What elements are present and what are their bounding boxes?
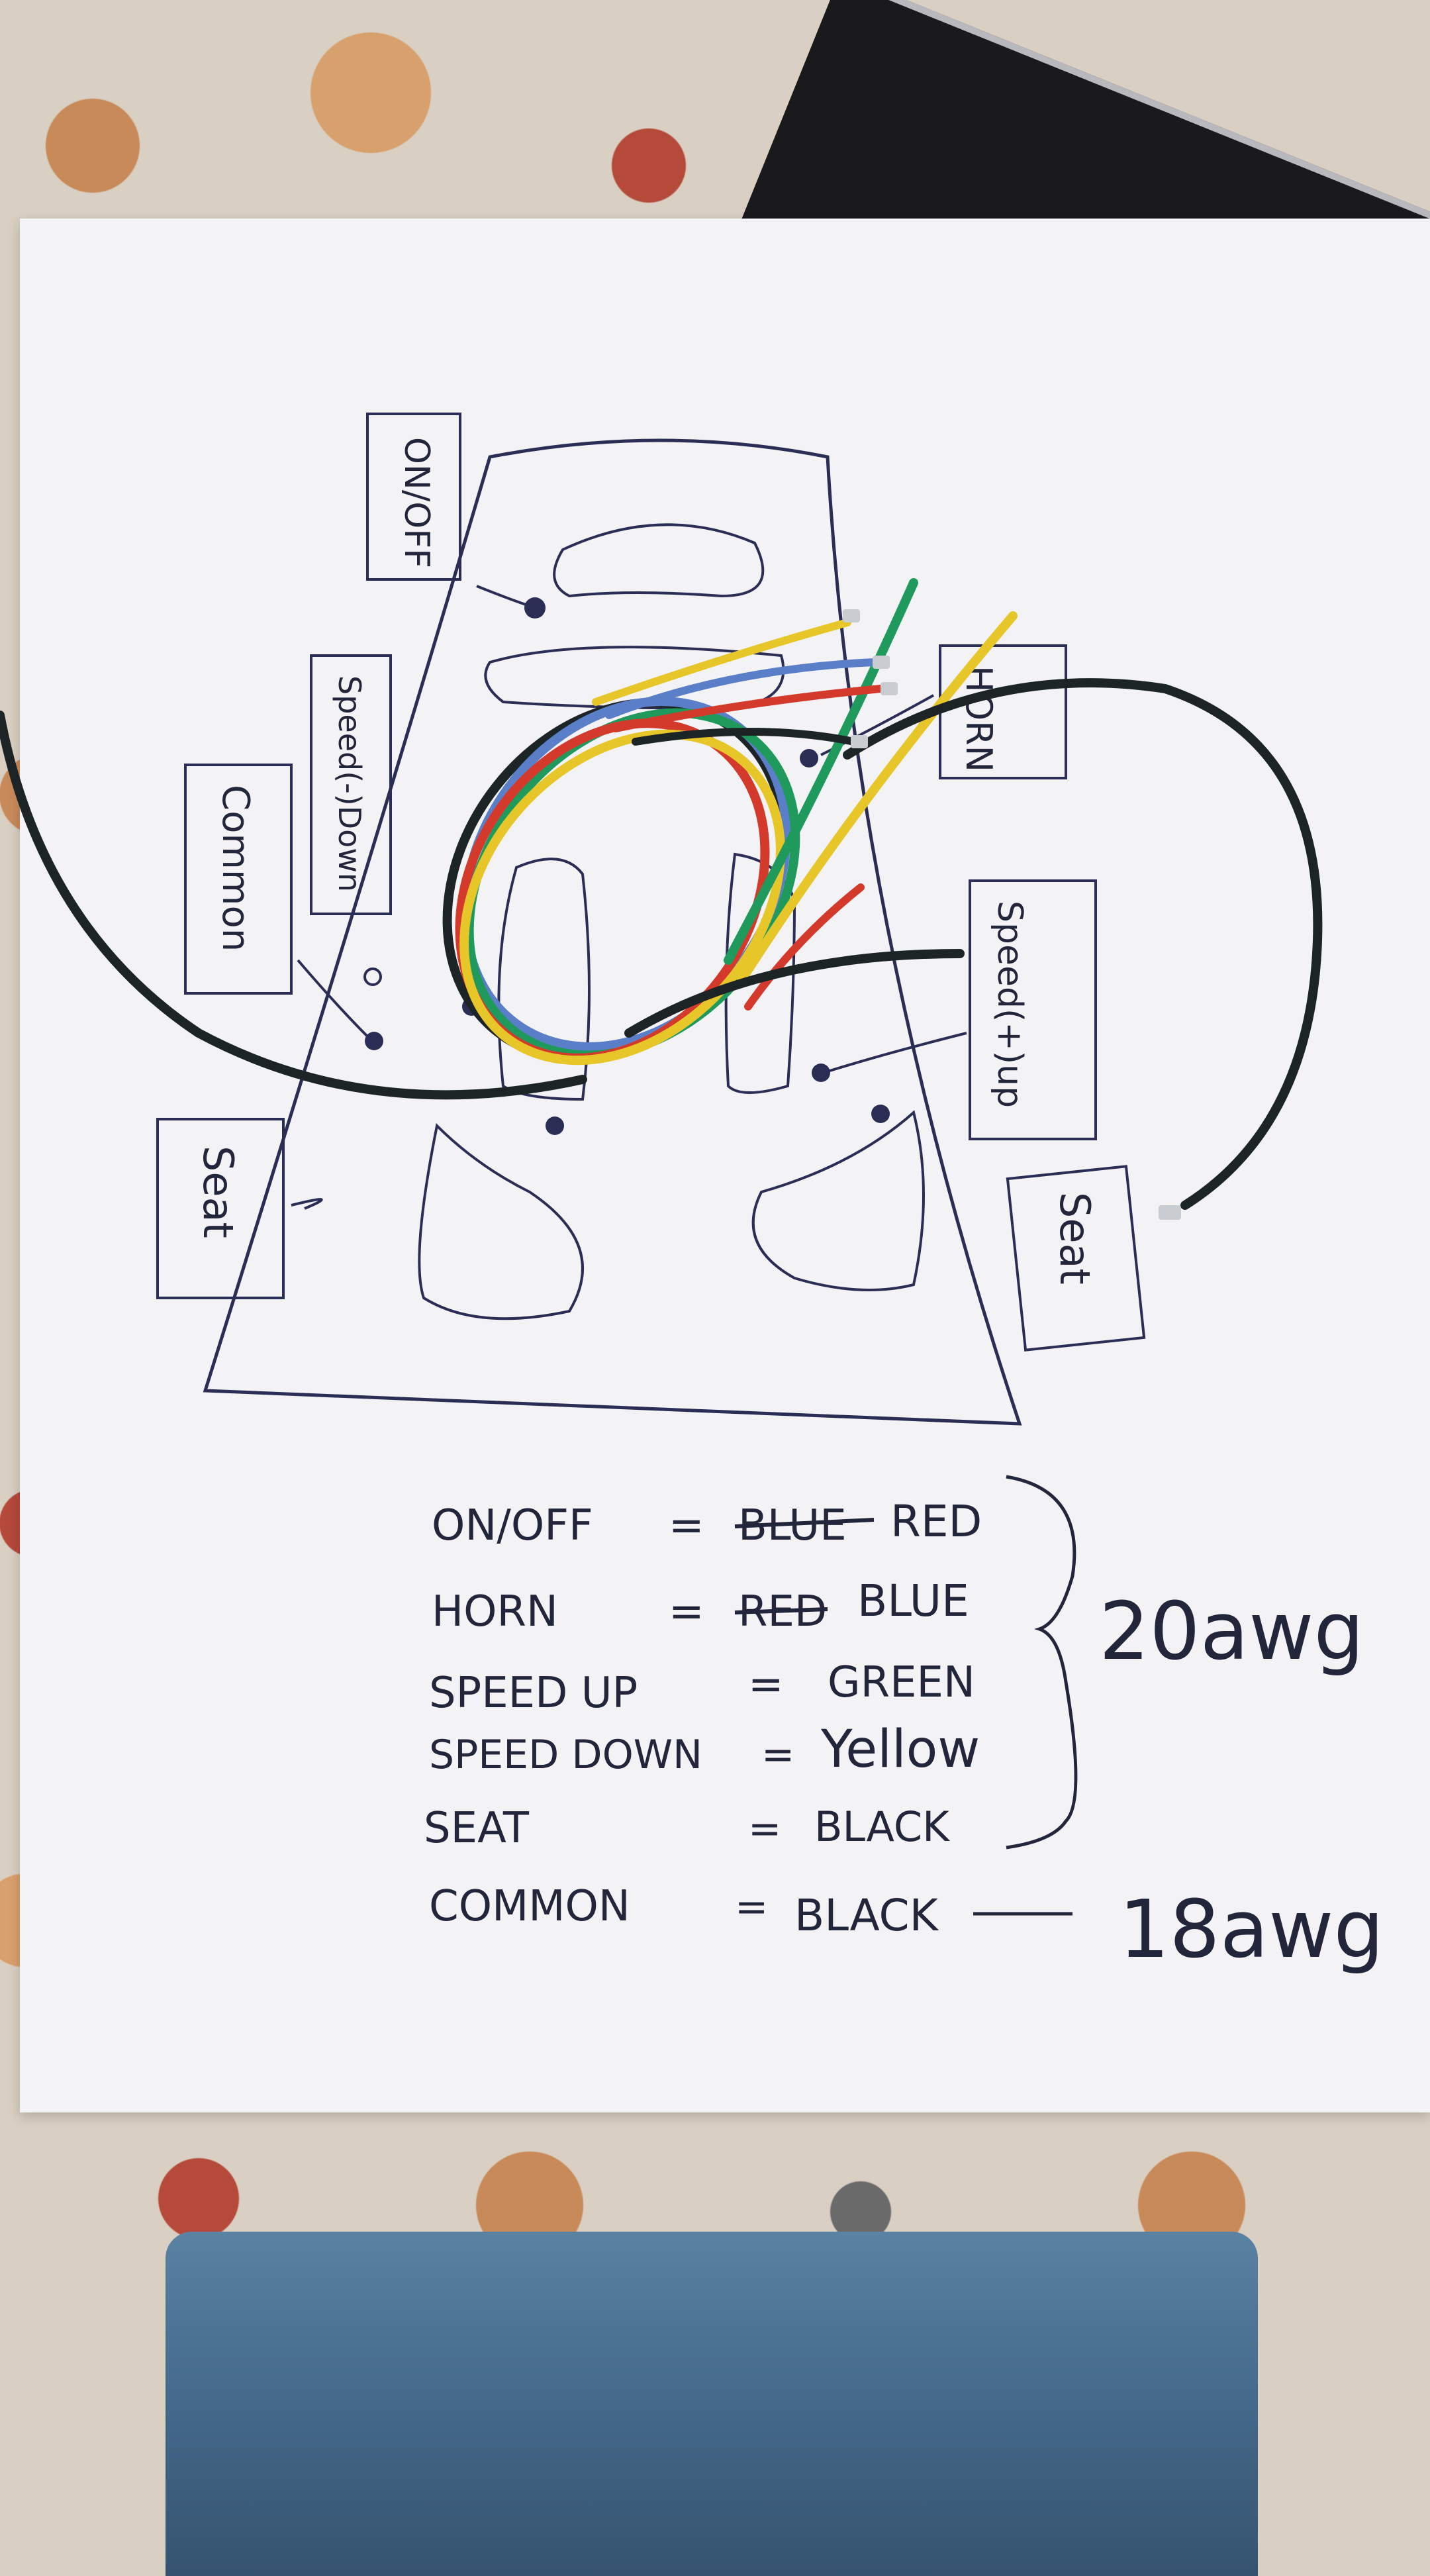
panel-outline: [203, 438, 1022, 1426]
legend-name-4: SEAT: [424, 1804, 530, 1853]
black-wire-right: [843, 678, 1323, 1210]
legend-color-4: BLACK: [814, 1803, 950, 1851]
wire-terminals: [843, 609, 1181, 1220]
legend-color-1: BLUE: [857, 1575, 969, 1626]
legend-brace: [1006, 1475, 1078, 1850]
label-box-speed-up: Speed(+)up: [827, 879, 1097, 1140]
legend-eq-4: =: [748, 1806, 781, 1852]
legend-name-2: SPEED UP: [429, 1669, 638, 1718]
legend-name-3: SPEED DOWN: [429, 1732, 702, 1778]
jeans-lap: [166, 2232, 1258, 2576]
gauge-18awg: 18awg: [1119, 1884, 1384, 1976]
label-speed-down: Speed(-)Down: [332, 675, 367, 892]
left-pear-outline: [418, 1122, 584, 1320]
legend-name-5: COMMON: [429, 1882, 630, 1931]
label-box-common: Common: [184, 764, 369, 1038]
label-box-seat-left: Seat: [156, 1118, 323, 1299]
label-seat-left: Seat: [194, 1146, 242, 1238]
legend-eq-3: =: [761, 1732, 794, 1778]
middle-left-shape: [497, 858, 591, 1101]
label-box-speed-down: Speed(-)Down: [310, 654, 392, 915]
label-horn: HORN: [958, 666, 1000, 772]
paper-sheet: [20, 219, 1430, 2112]
legend-name-0: ON/OFF: [432, 1501, 593, 1550]
wire-bundle: [442, 578, 1018, 1065]
label-seat-right: Seat: [1051, 1192, 1099, 1285]
right-pear-outline: [751, 1110, 925, 1291]
legend-eq-2: =: [748, 1660, 784, 1709]
legend-eq-0: =: [669, 1501, 704, 1550]
legend-color-5: BLACK: [794, 1890, 939, 1941]
legend-color-2: GREEN: [828, 1658, 975, 1707]
label-on-off: ON/OFF: [397, 437, 436, 568]
legend-color-3: Yellow: [820, 1720, 980, 1779]
legend-color-0: RED: [890, 1496, 982, 1547]
label-common: Common: [214, 785, 257, 952]
gauge-20awg: 20awg: [1099, 1586, 1364, 1678]
label-box-seat-right: Seat: [1006, 1165, 1146, 1352]
black-wire-left: [0, 711, 587, 1100]
label-speed-up: Speed(+)up: [990, 901, 1029, 1108]
legend-name-1: HORN: [432, 1587, 558, 1636]
label-box-on-off: ON/OFF: [366, 413, 530, 607]
top-slot-outline: [553, 523, 765, 598]
legend-eq-1: =: [669, 1587, 704, 1636]
legend-eq-5: =: [735, 1884, 768, 1930]
wire-color-legend: ON/OFF = BLUE RED HORN = RED BLUE SPEED …: [424, 1475, 1384, 1976]
